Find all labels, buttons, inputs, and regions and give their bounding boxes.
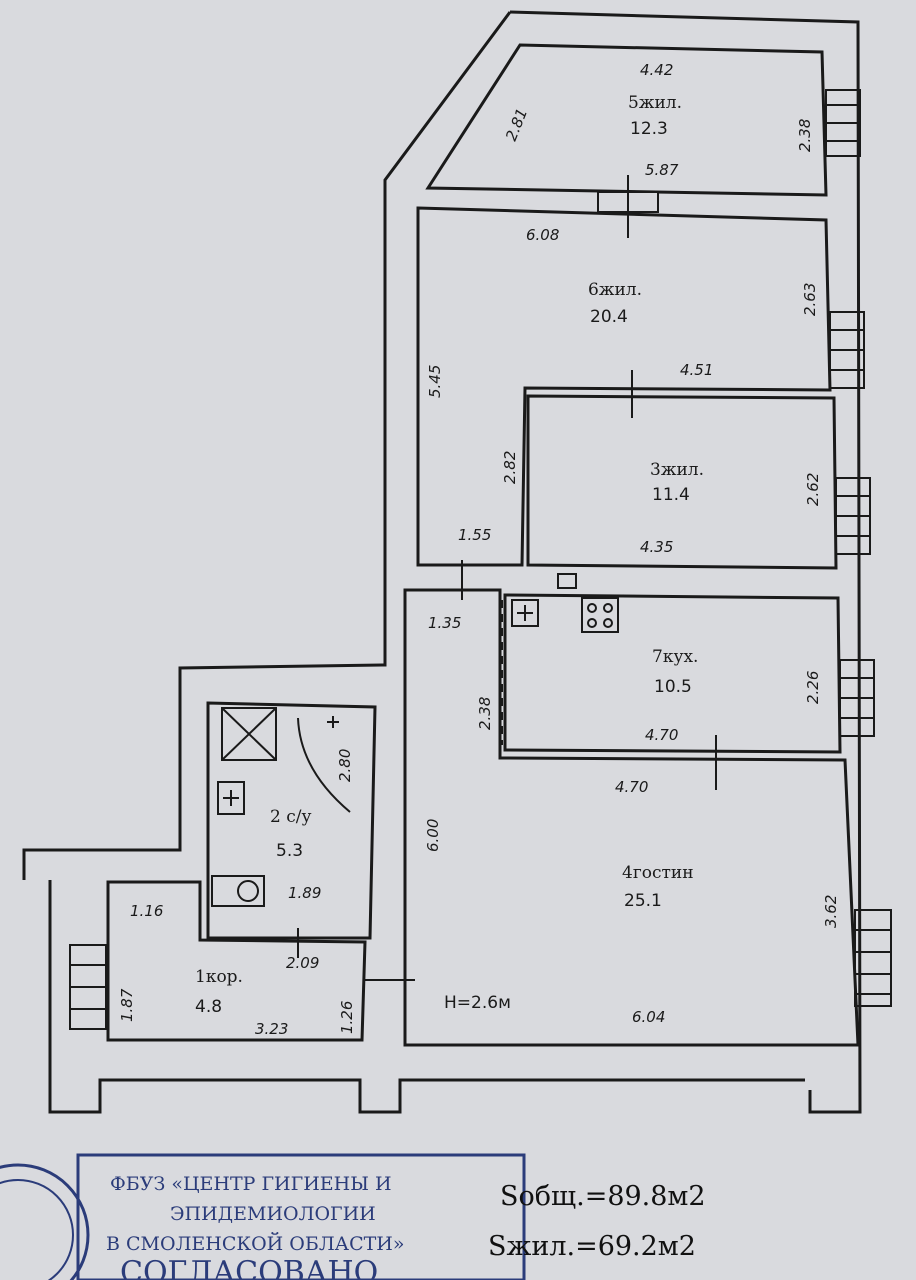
stamp-line-4: СОГЛАСОВАНО [120, 1255, 378, 1280]
room-5-dim-top: 4.42 [640, 61, 673, 79]
room-7-name: 7кух. [652, 647, 698, 667]
stamp-line-2: ЭПИДЕМИОЛОГИИ [170, 1203, 376, 1225]
approval-stamp: ФБУЗ «ЦЕНТР ГИГИЕНЫ И ЭПИДЕМИОЛОГИИ В СМ… [0, 1153, 526, 1280]
stamp-line-3: В СМОЛЕНСКОЙ ОБЛАСТИ» [106, 1232, 404, 1255]
room-1-area: 4.8 [195, 997, 222, 1017]
room-1-name: 1кор. [195, 967, 243, 987]
room-3-dim-left: 2.82 [501, 451, 519, 484]
stamp-line-1: ФБУЗ «ЦЕНТР ГИГИЕНЫ И [110, 1173, 392, 1195]
round-seal [0, 1163, 90, 1280]
bathtub-fixture [221, 707, 277, 761]
room-6-dim-bottom: 4.51 [680, 361, 713, 379]
doors [297, 175, 717, 981]
window-room-5 [825, 89, 861, 157]
room-2-outline [206, 701, 377, 940]
room-6-dim-left: 5.45 [426, 365, 444, 398]
room-2-dim-bottom: 2.09 [286, 954, 319, 972]
windows [69, 89, 892, 1030]
room-2-dim-inner: 1.89 [288, 884, 321, 902]
room-1-dim-top: 1.16 [130, 902, 163, 920]
room-6-dim-right: 2.63 [801, 283, 819, 316]
room-1-dim-right: 1.26 [338, 1001, 356, 1034]
hall-dim-top: 1.55 [458, 526, 491, 544]
window-room-6 [829, 311, 865, 389]
room-1-dim-bottom: 3.23 [255, 1020, 288, 1038]
room-6-area: 20.4 [590, 307, 628, 327]
ceiling-height: H=2.6м [444, 993, 511, 1013]
room-2-name: 2 с/у [270, 807, 311, 827]
outer-walls [22, 10, 862, 1114]
meter-icon [557, 573, 577, 589]
room-3-area: 11.4 [652, 485, 690, 505]
room-5-dim-right: 2.38 [796, 119, 814, 152]
round-seal-inner [0, 1179, 74, 1280]
room-2-area: 5.3 [276, 841, 303, 861]
room-7-area: 10.5 [654, 677, 692, 697]
window-room-3 [835, 477, 871, 555]
room-3-dim-right: 2.62 [804, 473, 822, 506]
sink-icon [217, 781, 245, 815]
room-7-dim-right: 2.26 [804, 671, 822, 704]
room-4-dim-bottom: 6.04 [632, 1008, 665, 1026]
outer-wall-bottom [48, 880, 805, 1114]
room-4-dim-right: 3.62 [822, 895, 840, 928]
room-5-outline [425, 43, 828, 197]
room-2-dim-right: 2.80 [336, 749, 354, 782]
stove-icon [581, 597, 619, 633]
room-5-name: 5жил. [628, 93, 682, 113]
room-6-outline [416, 206, 832, 567]
room-3-outline [526, 394, 838, 570]
outer-wall-left [22, 11, 512, 880]
stamp-frame [76, 1153, 526, 1280]
kitchen-sink-icon [511, 599, 539, 627]
window-room-7 [839, 659, 875, 737]
room-3-name: 3жил. [650, 460, 704, 480]
room-5-area: 12.3 [630, 119, 668, 139]
room-5-dim-bottom: 5.87 [645, 161, 679, 179]
shower-icon [297, 716, 351, 813]
room-4-outline [403, 588, 860, 1047]
room-1-outline [106, 880, 367, 1042]
room-4-area: 25.1 [624, 891, 662, 911]
hall-dim-left: 1.35 [428, 614, 461, 632]
room-3-dim-bottom: 4.35 [640, 538, 673, 556]
outer-wall-right [509, 10, 862, 1114]
window-corridor [69, 944, 107, 1030]
room-7-dim-bottom: 4.70 [645, 726, 678, 744]
living-area: Sжил.=69.2м2 [488, 1231, 696, 1262]
room-6-name: 6жил. [588, 280, 642, 300]
total-area: Sобщ.=89.8м2 [500, 1181, 706, 1212]
toilet-icon [211, 875, 265, 907]
room-7-outline [503, 593, 842, 754]
room-6-dim-top: 6.08 [526, 226, 559, 244]
room-1-dim-left: 1.87 [118, 988, 136, 1022]
room-4-dim-top: 4.70 [615, 778, 648, 796]
room-4-name: 4гостин [622, 863, 694, 883]
window-room-4 [854, 909, 892, 1007]
room-7-dim-left: 2.38 [476, 697, 494, 730]
room-4-dim-left: 6.00 [424, 819, 442, 852]
